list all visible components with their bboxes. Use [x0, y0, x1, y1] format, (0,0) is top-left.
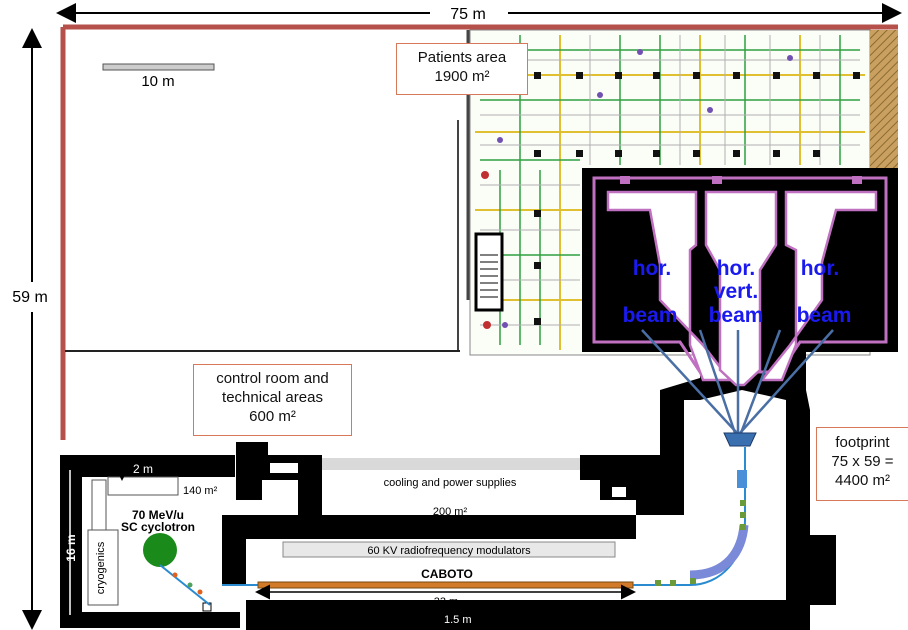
- modulators-box: [282, 541, 616, 558]
- control-room-callout: control room and technical areas 600 m²: [193, 364, 352, 436]
- svg-text:beam: beam: [709, 304, 764, 327]
- width-label: 75 m: [450, 6, 486, 23]
- footprint-area: 4400 m²: [834, 471, 891, 489]
- beam-label-1: hor. beam: [623, 257, 678, 327]
- cryogenics-label: cryogenics: [95, 541, 107, 594]
- control-room-line2: technical areas: [222, 388, 323, 406]
- patients-area-size: 1900 m²: [434, 67, 490, 85]
- accelerator-bunker: [60, 442, 836, 630]
- bunker-height-label: 16 m: [64, 534, 78, 561]
- linac: [222, 581, 690, 589]
- wall-label: 2 m: [133, 462, 153, 476]
- svg-text:vert.: vert.: [714, 280, 758, 303]
- beam-label-2: hor. vert. beam: [709, 257, 764, 327]
- cooling-area-label: 200 m²: [433, 506, 468, 518]
- patients-area-callout: Patients area 1900 m²: [396, 43, 528, 95]
- footprint-callout: footprint 75 x 59 = 4400 m²: [816, 427, 908, 501]
- svg-text:hor.: hor.: [633, 257, 672, 280]
- cooling-label: cooling and power supplies: [384, 477, 517, 489]
- linac-length-label: 33 m: [434, 596, 458, 608]
- control-room-area: 600 m²: [249, 407, 296, 425]
- cyclotron-name-line2: SC cyclotron: [121, 520, 195, 534]
- beam-switching-magnet: [723, 432, 757, 447]
- beam-label-3: hor. beam: [797, 257, 852, 327]
- cyclotron-area-label: 140 m²: [183, 485, 218, 497]
- staircase-icon: [474, 232, 504, 312]
- cyclotron-icon: [143, 533, 177, 567]
- gap-label: 1.5 m: [444, 614, 472, 626]
- patients-area-title: Patients area: [417, 49, 507, 66]
- scale-label: 10 m: [141, 73, 174, 90]
- cyclotron-room: [82, 476, 222, 612]
- footprint-line2: 75 x 59 =: [831, 452, 894, 470]
- cyclotron-name-line1: 70 MeV/u: [132, 508, 184, 522]
- treatment-rooms: [582, 168, 898, 630]
- control-room-line1: control room and: [216, 370, 329, 387]
- linac-label: CABOTO: [421, 567, 473, 581]
- modulators-label: 60 KV radiofrequency modulators: [367, 545, 531, 557]
- svg-text:hor.: hor.: [717, 257, 756, 280]
- svg-text:hor.: hor.: [801, 257, 840, 280]
- height-label: 59 m: [12, 289, 48, 306]
- building-outline: [60, 24, 898, 440]
- svg-text:beam: beam: [623, 304, 678, 327]
- svg-text:beam: beam: [797, 304, 852, 327]
- beam-fan: [641, 329, 834, 434]
- footprint-line1: footprint: [835, 434, 890, 451]
- scale-bar: [102, 63, 215, 71]
- transfer-line: [655, 447, 749, 586]
